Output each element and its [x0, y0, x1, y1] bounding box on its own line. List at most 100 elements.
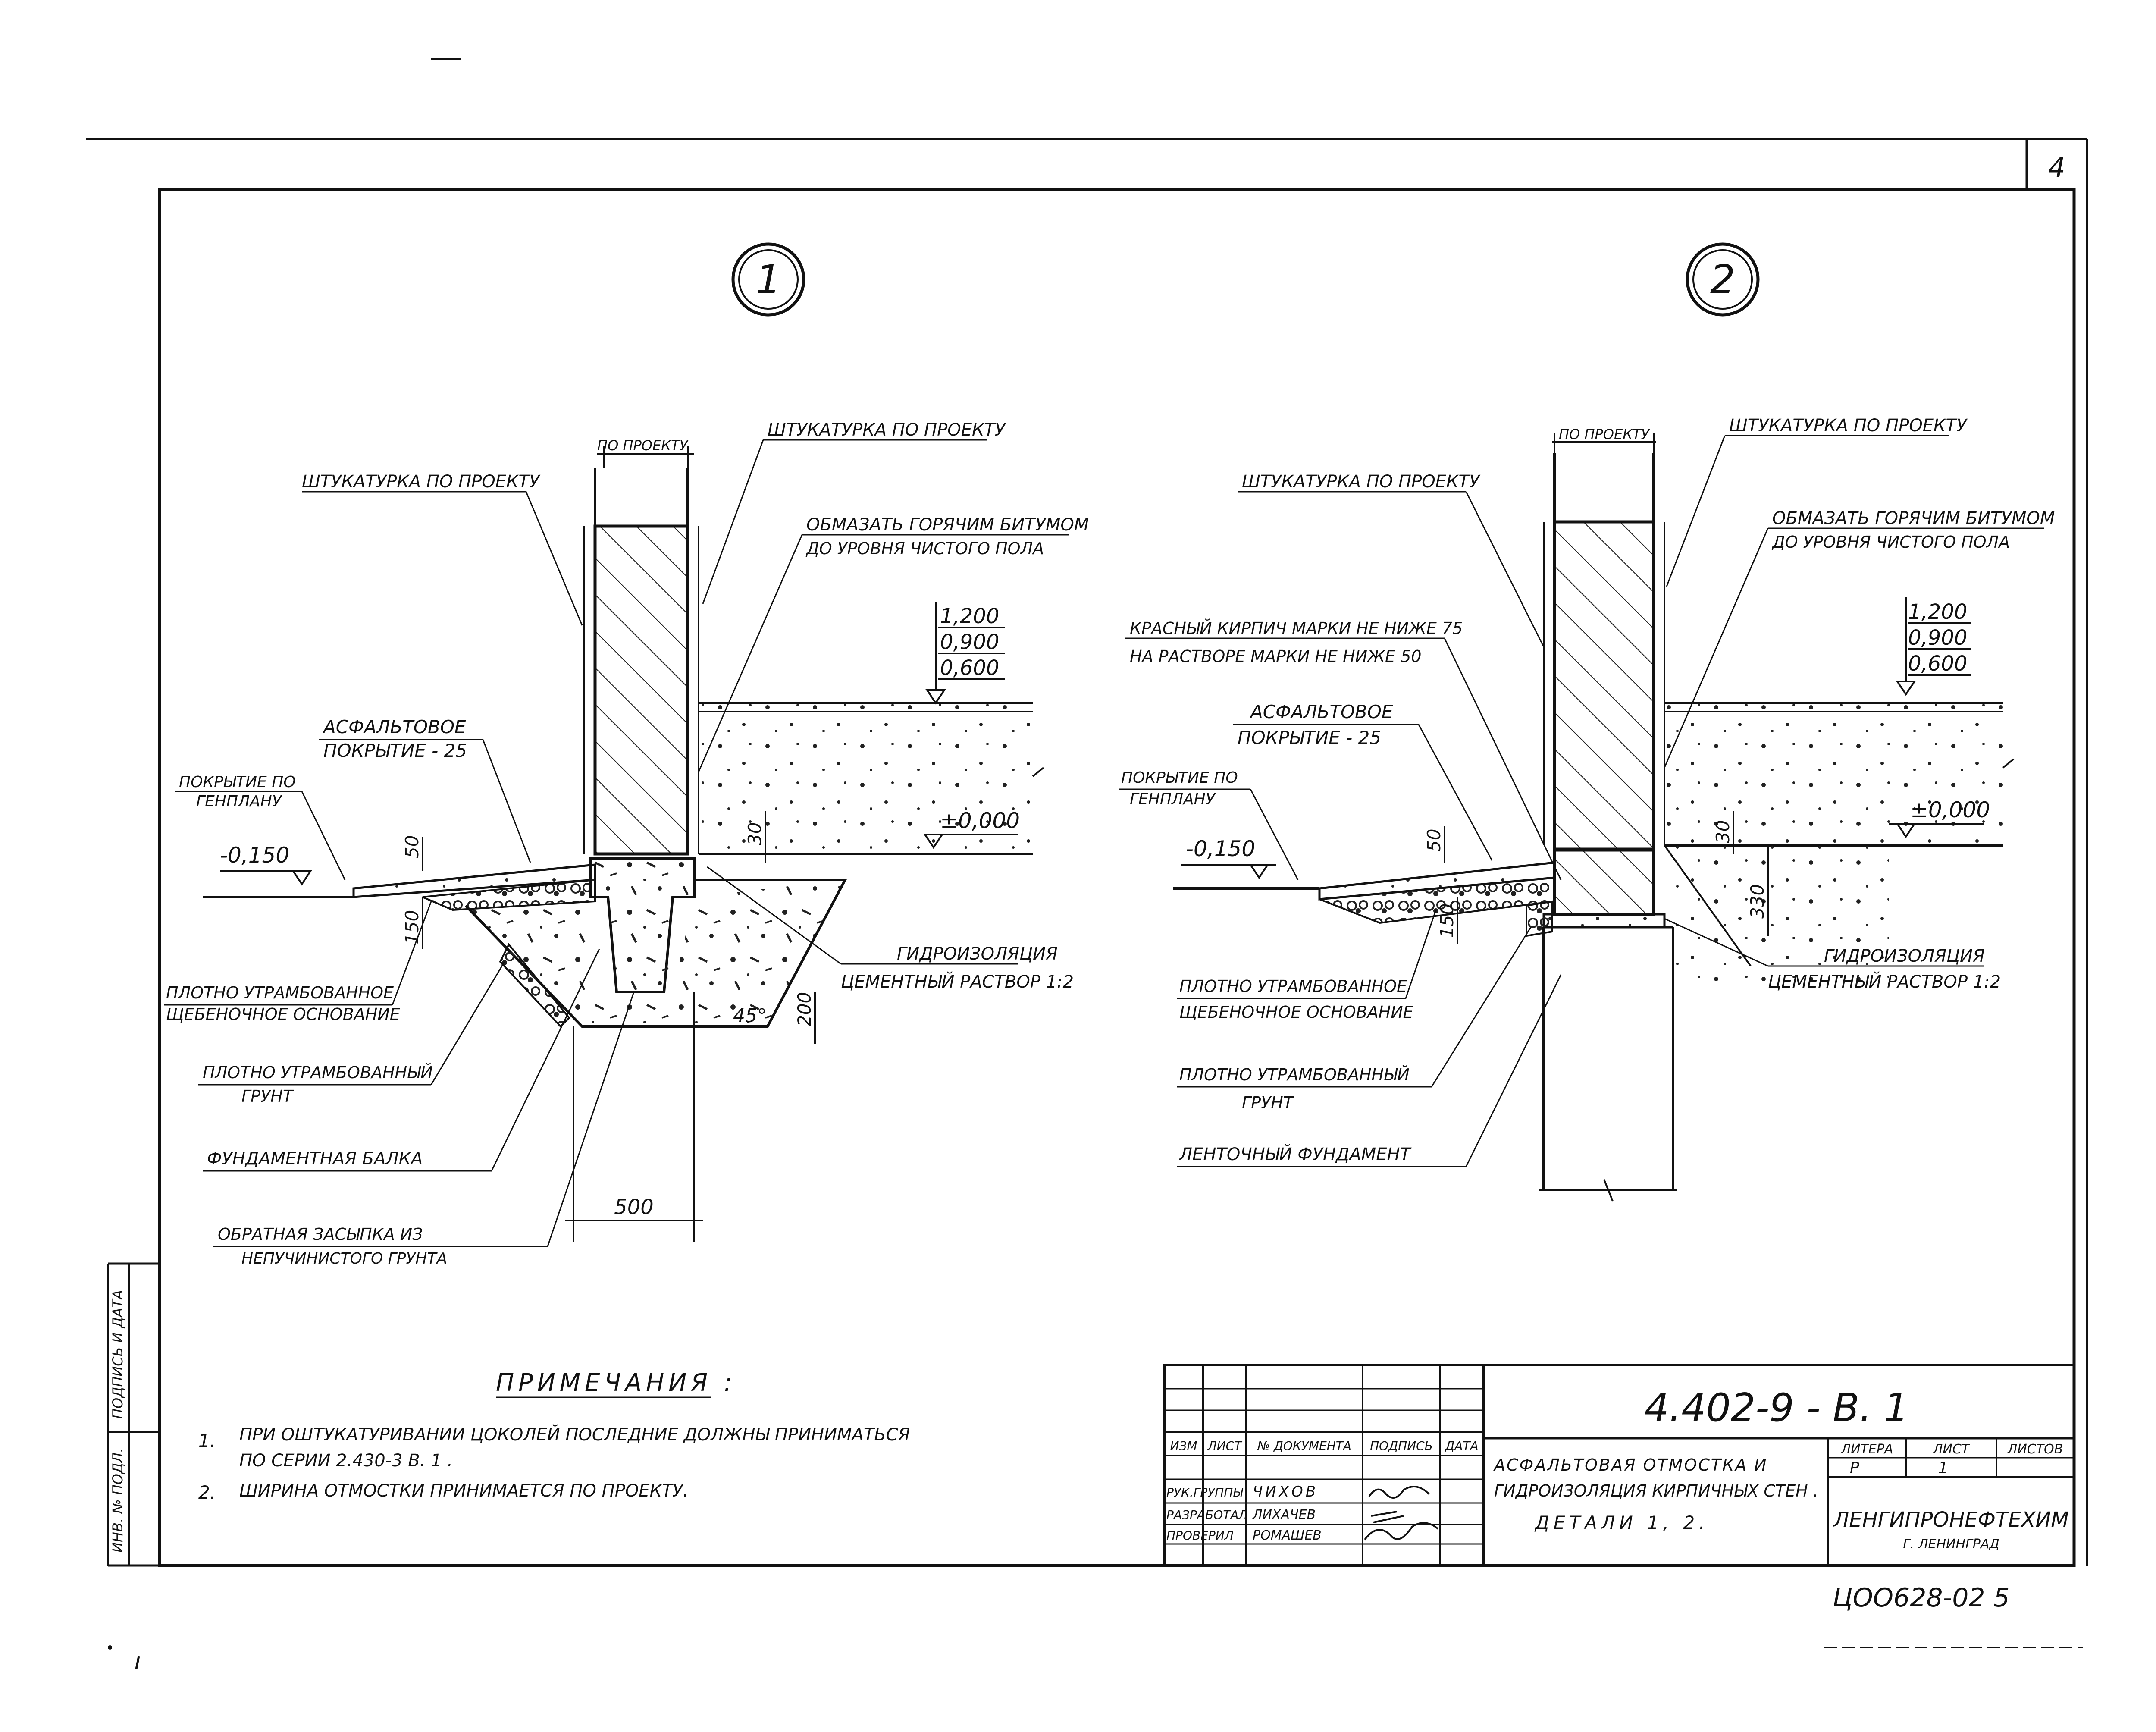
detail-2-floor [1664, 703, 2003, 845]
detail-2-strip-foundation: ЛЕНТОЧНЫЙ ФУНДАМЕНТ [1178, 1144, 1412, 1164]
detail-1-plaster-right: ШТУКАТУРКА ПО ПРОЕКТУ [768, 420, 1006, 440]
detail-2-cover-2: ГЕНПЛАНУ [1130, 791, 1216, 808]
tb-header-date: ДАТА [1444, 1439, 1478, 1453]
note-1-line2: ПО СЕРИИ 2.430-3 В. 1 . [239, 1451, 453, 1471]
detail-1-backfill-2: НЕПУЧИНИСТОГО ГРУНТА [241, 1250, 447, 1268]
detail-1-dim-50: 50 [401, 835, 423, 858]
detail-2-soil-2: ГРУНТ [1242, 1093, 1294, 1112]
detail-2-rubble-1: ПЛОТНО УТРАМБОВАННОЕ [1179, 977, 1407, 996]
detail-2-waterproof-2: ЦЕМЕНТНЫЙ РАСТВОР 1:2 [1768, 971, 2001, 992]
tb-header-list: ЛИСТ [1207, 1439, 1243, 1453]
detail-2-bitumen-2: ДО УРОВНЯ ЧИСТОГО ПОЛА [1771, 533, 2010, 552]
detail-1-marker [731, 242, 805, 317]
note-1-num: 1. [198, 1430, 216, 1451]
detail-2-wall [1553, 520, 1655, 851]
detail-1-rubble-1: ПЛОТНО УТРАМБОВАННОЕ [166, 983, 394, 1002]
scan-footer: ЦОО628-02 5 [1833, 1583, 2010, 1613]
detail-2: 2 ПО ПРОЕКТУ [1119, 242, 2055, 1202]
detail-2-plaster-left: ШТУКАТУРКА ПО ПРОЕКТУ [1242, 472, 1481, 492]
note-2-num: 2. [198, 1482, 216, 1503]
detail-2-asphalt-2: ПОКРЫТИЕ - 25 [1238, 727, 1381, 748]
detail-2-brick-base [1553, 848, 1655, 916]
detail-1-asphalt-1: АСФАЛЬТОВОЕ [322, 716, 466, 737]
signatures [1364, 1486, 1439, 1541]
tb-name-3: РОМАШЕВ [1253, 1528, 1322, 1543]
title-block [1163, 1364, 2075, 1567]
detail-2-width-label: ПО ПРОЕКТУ [1559, 426, 1650, 442]
tb-org-1: ЛЕНГИПРОНЕФТЕХИМ [1833, 1508, 2069, 1532]
detail-1-plaster-left: ШТУКАТУРКА ПО ПРОЕКТУ [302, 472, 541, 492]
detail-1-backfill [466, 880, 845, 1026]
detail-1-elev-3: 0,600 [940, 656, 999, 680]
detail-2-plaster-right: ШТУКАТУРКА ПО ПРОЕКТУ [1729, 416, 1968, 436]
detail-2-dim-330: 330 [1747, 884, 1768, 919]
detail-2-dim-30: 30 [1712, 820, 1733, 843]
detail-1-soil-1: ПЛОТНО УТРАМБОВАННЫЙ [203, 1063, 433, 1082]
tb-title-1: АСФАЛЬТОВАЯ ОТМОСТКА И [1493, 1456, 1768, 1475]
detail-1-soil-2: ГРУНТ [241, 1087, 294, 1106]
detail-2-level-zero: ±0,000 [1910, 797, 1990, 822]
note-2-line1: ШИРИНА ОТМОСТКИ ПРИНИМАЕТСЯ ПО ПРОЕКТУ. [239, 1481, 689, 1501]
detail-2-dim-150: 150 [1436, 904, 1457, 938]
detail-1-asphalt-2: ПОКРЫТИЕ - 25 [323, 740, 467, 761]
tb-name-2: ЛИХАЧЕВ [1252, 1507, 1316, 1522]
detail-1-floor [699, 703, 1033, 854]
detail-1-cover-1: ПОКРЫТИЕ ПО [179, 773, 296, 791]
tb-role-2: РАЗРАБОТАЛ [1166, 1508, 1248, 1522]
detail-1-angle: 45° [733, 1005, 767, 1027]
tb-role-1: РУК.ГРУППЫ [1166, 1485, 1243, 1500]
detail-1-beam: ФУНДАМЕНТНАЯ БАЛКА [207, 1149, 423, 1169]
detail-2-waterproof-1: ГИДРОИЗОЛЯЦИЯ [1824, 946, 1985, 966]
detail-2-bitumen-1: ОБМАЗАТЬ ГОРЯЧИМ БИТУМОМ [1772, 508, 2055, 528]
detail-2-number: 2 [1710, 257, 1736, 303]
detail-1-bitumen-2: ДО УРОВНЯ ЧИСТОГО ПОЛА [805, 539, 1044, 558]
tb-name-1: ЧИХОВ [1253, 1483, 1318, 1500]
tb-role-3: ПРОВЕРИЛ [1166, 1528, 1234, 1543]
detail-1: 1 ПО ПРОЕКТУ -0,150 ±0,000 [164, 242, 1089, 1268]
side-stamp-inv: ИНВ. № ПОДЛ. [110, 1448, 126, 1553]
detail-2-brick-1: КРАСНЫЙ КИРПИЧ МАРКИ НЕ НИЖЕ 75 [1130, 619, 1463, 638]
detail-1-dim-30: 30 [744, 822, 765, 845]
detail-2-level-minus: -0,150 [1186, 836, 1255, 861]
detail-1-width-label: ПО ПРОЕКТУ [597, 437, 689, 454]
tb-stage-header: ЛИТЕРА [1841, 1442, 1893, 1457]
title-block-code: 4.402-9 - В. 1 [1644, 1385, 1908, 1431]
tb-header-doc: № ДОКУМЕНТА [1257, 1439, 1351, 1453]
detail-1-dim-200: 200 [794, 992, 815, 1026]
detail-1-number: 1 [756, 257, 781, 303]
detail-2-asphalt-1: АСФАЛЬТОВОЕ [1249, 701, 1393, 722]
tb-title-3: ДЕТАЛИ 1, 2. [1534, 1512, 1709, 1533]
tb-title-2: ГИДРОИЗОЛЯЦИЯ КИРПИЧНЫХ СТЕН . [1494, 1481, 1818, 1500]
tb-sheets-header: ЛИСТОВ [2007, 1442, 2063, 1457]
detail-1-bitumen-1: ОБМАЗАТЬ ГОРЯЧИМ БИТУМОМ [806, 515, 1089, 535]
sheet-frame [86, 58, 2088, 1567]
detail-1-rubble-2: ЩЕБЕНОЧНОЕ ОСНОВАНИЕ [166, 1005, 400, 1024]
tb-sheet-header: ЛИСТ [1933, 1442, 1971, 1457]
detail-2-brick-2: НА РАСТВОРЕ МАРКИ НЕ НИЖЕ 50 [1130, 647, 1422, 666]
detail-1-dim-150: 150 [401, 910, 423, 944]
tb-org-2: Г. ЛЕНИНГРАД [1903, 1537, 1999, 1552]
detail-1-backfill-1: ОБРАТНАЯ ЗАСЫПКА ИЗ [218, 1225, 423, 1244]
side-stamp-signature: ПОДПИСЬ И ДАТА [110, 1290, 126, 1419]
detail-2-soil-1: ПЛОТНО УТРАМБОВАННЫЙ [1179, 1065, 1410, 1084]
notes: ПРИМЕЧАНИЯ : 1. ПРИ ОШТУКАТУРИВАНИИ ЦОКО… [198, 1369, 910, 1503]
detail-1-level-minus: -0,150 [220, 843, 289, 868]
note-1-line1: ПРИ ОШТУКАТУРИВАНИИ ЦОКОЛЕЙ ПОСЛЕДНИЕ ДО… [239, 1424, 910, 1445]
detail-1-dim-500: 500 [614, 1195, 654, 1219]
tb-stage-value: Р [1850, 1459, 1859, 1477]
detail-2-elev-2: 0,900 [1908, 626, 1967, 650]
detail-1-wall [593, 524, 689, 856]
detail-2-cover-1: ПОКРЫТИЕ ПО [1121, 769, 1238, 787]
detail-2-rubble-2: ЩЕБЕНОЧНОЕ ОСНОВАНИЕ [1179, 1003, 1413, 1022]
page-number: 4 [2048, 152, 2065, 183]
detail-1-elev-2: 0,900 [940, 630, 999, 654]
detail-2-elev-3: 0,600 [1908, 652, 1967, 676]
detail-2-marker [1686, 242, 1760, 317]
tb-header-sign: ПОДПИСЬ [1370, 1439, 1433, 1453]
detail-2-elev-1: 1,200 [1908, 600, 1967, 624]
detail-1-level-zero: ±0,000 [940, 808, 1020, 833]
detail-1-elev-1: 1,200 [940, 604, 999, 628]
detail-1-waterproof-1: ГИДРОИЗОЛЯЦИЯ [897, 944, 1058, 964]
detail-1-cover-2: ГЕНПЛАНУ [196, 793, 282, 810]
